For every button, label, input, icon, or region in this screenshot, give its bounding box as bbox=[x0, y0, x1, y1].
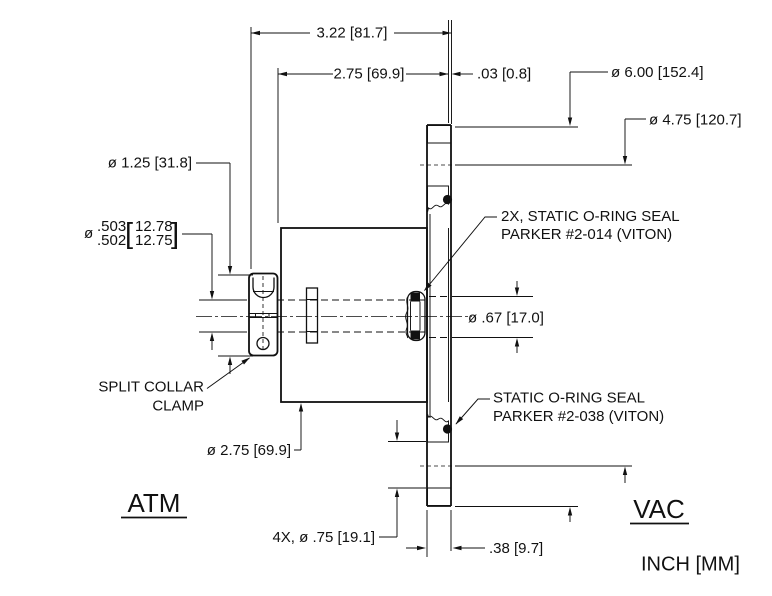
bolt-circle-centerlines bbox=[420, 164, 453, 467]
dim-flange-od-text: ø 6.00 [152.4] bbox=[611, 64, 704, 81]
clamp-screw-dome bbox=[252, 277, 275, 299]
callout-oring-2014: 2X, STATIC O-RING SEAL PARKER #2-014 (VI… bbox=[424, 208, 680, 291]
hidden-bore-lines bbox=[196, 164, 472, 467]
flange-section bbox=[426, 124, 453, 507]
dim-clamp-od-text: ø 1.25 [31.8] bbox=[108, 155, 192, 172]
dim-flange-thickness: .38 [9.7] bbox=[406, 510, 543, 557]
oring-2038-dot-top bbox=[442, 194, 453, 205]
callout-clamp-line1: SPLIT COLLAR bbox=[98, 379, 204, 396]
callout-oring-2014-line1: 2X, STATIC O-RING SEAL bbox=[501, 208, 680, 225]
dim-face-recess: .03 [0.8] bbox=[451, 66, 531, 83]
callout-split-collar-clamp: SPLIT COLLAR CLAMP bbox=[98, 357, 250, 415]
dim-flange-od: ø 6.00 [152.4] bbox=[455, 64, 704, 522]
callout-oring-2038-line1: STATIC O-RING SEAL bbox=[493, 390, 645, 407]
flange-top-rim-hatch bbox=[427, 125, 452, 144]
dim-shaft-dia-symbol: ø bbox=[84, 225, 93, 242]
shaft-pin bbox=[305, 287, 319, 344]
callout-oring-2038-line2: PARKER #2-038 (VITON) bbox=[493, 408, 664, 425]
dim-shaft-mm-lower: 12.75 bbox=[135, 232, 173, 249]
dim-body-length: 2.75 [69.9] bbox=[277, 66, 449, 223]
dim-overall-length: 3.22 [81.7] bbox=[250, 20, 452, 269]
callout-oring-2038: STATIC O-RING SEAL PARKER #2-038 (VITON) bbox=[455, 390, 664, 425]
atm-label: ATM bbox=[128, 488, 181, 518]
callout-oring-2014-line2: PARKER #2-014 (VITON) bbox=[501, 226, 672, 243]
dim-overall-length-text: 3.22 [81.7] bbox=[317, 25, 388, 42]
dim-shaft-fit: ø .503 .502 [ 12.78 12.75 ] bbox=[84, 218, 247, 350]
oring-2038-dot-bottom bbox=[442, 424, 453, 434]
side-labels: ATM VAC INCH [MM] bbox=[121, 488, 740, 576]
dim-bolt-holes-text: 4X, ø .75 [19.1] bbox=[272, 529, 375, 546]
dim-face-recess-text: .03 [0.8] bbox=[477, 66, 531, 83]
dim-body-od: ø 2.75 [69.9] bbox=[207, 403, 304, 459]
dim-flange-thickness-text: .38 [9.7] bbox=[489, 540, 543, 557]
dim-center-bore: ø .67 [17.0] bbox=[452, 281, 544, 353]
cylinder-body bbox=[280, 227, 428, 403]
dim-bolt-circle-text: ø 4.75 [120.7] bbox=[649, 112, 742, 129]
dim-shaft-bracket-open: [ bbox=[125, 218, 133, 250]
split-collar-clamp bbox=[248, 272, 279, 357]
dim-bolt-holes: 4X, ø .75 [19.1] bbox=[272, 420, 426, 546]
units-note: INCH [MM] bbox=[641, 554, 740, 576]
dim-shaft-bracket-close: ] bbox=[171, 218, 179, 250]
o-ring-2014-section bbox=[405, 290, 426, 342]
dim-shaft-inch-upper: .503 bbox=[97, 218, 126, 235]
dim-shaft-mm-upper: 12.78 bbox=[135, 218, 173, 235]
dim-clamp-od: ø 1.25 [31.8] bbox=[108, 155, 253, 374]
break-line-wave bbox=[405, 296, 409, 339]
dim-body-length-text: 2.75 [69.9] bbox=[334, 66, 405, 83]
dim-bolt-circle: ø 4.75 [120.7] bbox=[455, 112, 742, 483]
callout-clamp-line2: CLAMP bbox=[152, 398, 204, 415]
dim-shaft-inch-lower: .502 bbox=[97, 232, 126, 249]
dim-body-od-text: ø 2.75 [69.9] bbox=[207, 442, 291, 459]
vac-label: VAC bbox=[633, 494, 685, 524]
dim-center-bore-text: ø .67 [17.0] bbox=[468, 310, 544, 327]
flange-bottom-rim-hatch bbox=[427, 487, 452, 506]
